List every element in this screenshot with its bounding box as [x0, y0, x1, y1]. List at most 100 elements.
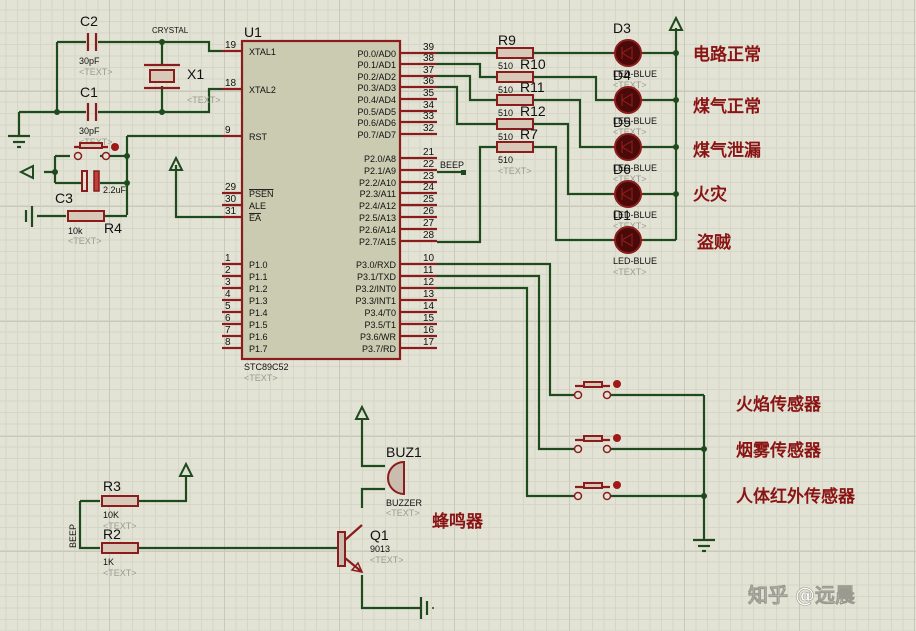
pin-name: P1.2	[249, 284, 268, 294]
led-bank: D3LED-BLUE<TEXT>电路正常D4LED-BLUE<TEXT>煤气正常…	[612, 20, 761, 277]
pin-number: 21	[423, 147, 435, 158]
sensor-button-2[interactable]: 烟雾传感器	[573, 434, 822, 461]
q1-text: <TEXT>	[370, 555, 404, 565]
resistor-r3[interactable]	[101, 495, 139, 507]
ground-symbol-left	[24, 206, 34, 227]
crystal-x1[interactable]	[144, 63, 180, 90]
mcu-pin-7[interactable]: 7P1.6	[222, 325, 268, 342]
pin-number: 13	[423, 289, 435, 300]
mcu-part: STC89C52	[244, 362, 289, 372]
pin-name: EA	[249, 213, 261, 223]
buzzer-buz1[interactable]	[387, 460, 405, 496]
r4-value: 10k	[68, 226, 83, 236]
led-part: LED-BLUE	[613, 163, 657, 173]
resistor-r4[interactable]	[67, 210, 105, 222]
mcu-pin-1[interactable]: 1P1.0	[222, 253, 268, 270]
led-text: <TEXT>	[613, 80, 647, 90]
capacitor-c3[interactable]	[81, 170, 100, 192]
resistor-r2[interactable]	[101, 542, 139, 554]
pin-name: P3.3/INT1	[355, 296, 396, 306]
pin-number: 17	[423, 337, 435, 348]
beep-net-label-vertical: BEEP	[68, 524, 78, 548]
mcu-u1[interactable]	[240, 39, 402, 361]
mcu-pin-5[interactable]: 5P1.4	[222, 301, 268, 318]
r2-ref: R2	[103, 526, 121, 542]
pin-name: P3.1/TXD	[357, 272, 397, 282]
sensor-button-1[interactable]: 火焰传感器	[573, 380, 822, 415]
mcu-pin-2[interactable]: 2P1.1	[222, 265, 268, 282]
mcu-pin-3[interactable]: 3P1.2	[222, 277, 268, 294]
mcu-pin-4[interactable]: 4P1.3	[222, 289, 268, 306]
pin-name: P2.3/A11	[360, 189, 396, 199]
led-ref: D3	[613, 20, 631, 36]
buzzer-part: BUZZER	[386, 498, 423, 508]
pin-number: 22	[423, 159, 435, 170]
capacitor-c2[interactable]	[86, 33, 98, 51]
r2-text: <TEXT>	[103, 568, 137, 578]
crystal-text: <TEXT>	[187, 95, 221, 105]
pin-number: 15	[423, 313, 435, 324]
r4-text: <TEXT>	[68, 236, 102, 246]
pin-number: 37	[423, 65, 435, 76]
sensor-button-3[interactable]: 人体红外传感器	[573, 481, 856, 507]
pin-name: P3.0/RXD	[356, 260, 397, 270]
crystal-part: CRYSTAL	[152, 26, 189, 35]
pin-name: P1.1	[249, 272, 268, 282]
pin-name: P0.1/AD1	[357, 60, 396, 70]
mcu-pin-8[interactable]: 8P1.7	[222, 337, 268, 354]
pin-number: 2	[225, 265, 231, 276]
led-text: <TEXT>	[613, 174, 647, 184]
transistor-q1[interactable]	[337, 524, 364, 574]
mcu-pin-6[interactable]: 6P1.5	[222, 313, 268, 330]
pin-number: 1	[225, 253, 231, 264]
capacitor-c1[interactable]	[86, 103, 98, 121]
pin-number: 7	[225, 325, 231, 336]
reset-button[interactable]	[73, 142, 119, 161]
resistor-ref: R10	[520, 56, 546, 72]
pin-name: P1.3	[249, 296, 268, 306]
pin-number: 35	[423, 88, 435, 99]
